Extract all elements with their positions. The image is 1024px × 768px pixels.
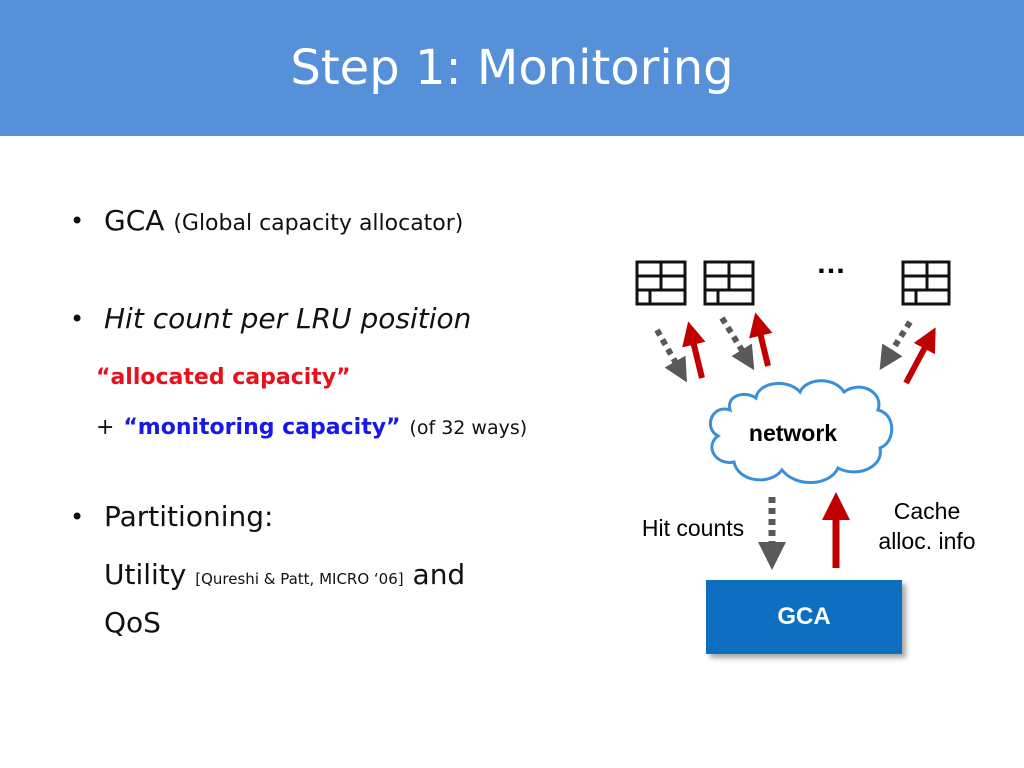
allocated-capacity-label: “allocated capacity” (96, 365, 351, 390)
bullet-gca-paren: (Global capacity allocator) (173, 211, 464, 236)
hit-counts-label: Hit counts (641, 515, 745, 541)
utility-line: Utility [Qureshi & Patt, MICRO ‘06] and (104, 558, 465, 591)
cache-alloc-label-line2: alloc. info (878, 527, 976, 554)
utility-text: Utility (104, 558, 187, 591)
ellipsis-more-caches: … (816, 247, 846, 280)
alloc-arrow-2 (749, 312, 773, 367)
qos-text: QoS (104, 606, 161, 639)
gca-box: GCA (706, 580, 902, 654)
alloc-arrow-1 (682, 321, 706, 379)
cache-alloc-label-line1: Cache (893, 498, 961, 524)
alloc-arrow-3 (903, 327, 936, 385)
cache-alloc-label: Cache alloc. info (852, 497, 1002, 557)
citation-text: [Qureshi & Patt, MICRO ‘06] (195, 570, 404, 588)
bullet-partitioning: Partitioning: (104, 500, 274, 533)
bullet-hit-count: Hit count per LRU position (104, 302, 472, 335)
allocated-capacity-text: “allocated capacity” (96, 358, 351, 391)
cache-tile-icon-2 (703, 260, 755, 306)
cache-tile-icon-1 (635, 260, 687, 306)
cache-tile-icon-3 (901, 260, 951, 306)
ways-note: (of 32 ways) (409, 417, 528, 439)
bullet-dot-3: • (70, 503, 85, 531)
bullet-gca-main: GCA (104, 204, 165, 237)
monitoring-capacity-line: + “monitoring capacity” (of 32 ways) (96, 408, 527, 441)
hit-count-arrow-2 (719, 316, 755, 371)
title-bar (0, 0, 1024, 136)
hit-count-arrow-3 (879, 320, 913, 371)
bullet-gca: GCA (Global capacity allocator) (104, 204, 463, 237)
plus-sign: + (96, 415, 115, 440)
network-label: network (748, 420, 838, 446)
slide-title: Step 1: Monitoring (290, 40, 734, 96)
and-text: and (412, 558, 466, 591)
monitoring-capacity-label: “monitoring capacity” (123, 415, 401, 440)
bullet-dot-2: • (70, 305, 85, 333)
hit-count-arrow-1 (654, 328, 687, 383)
bullet-dot-1: • (70, 207, 85, 235)
network-cloud (708, 379, 894, 484)
